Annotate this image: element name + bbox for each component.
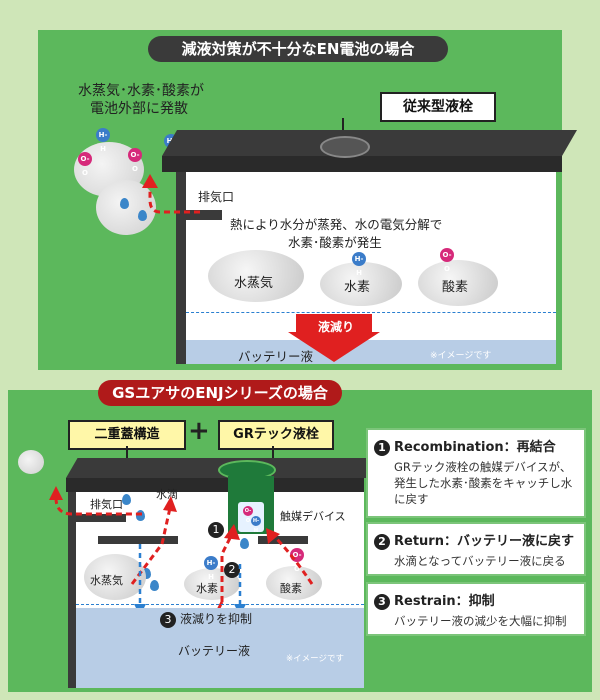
info-head-2-text: Return：バッテリー液に戻す	[394, 534, 574, 549]
oxygen-label: 酸素	[442, 280, 469, 295]
enj-vapor-cloud	[84, 554, 146, 600]
conventional-valve-label: 従来型液栓	[380, 92, 496, 122]
vapor-label: 水蒸気	[234, 276, 274, 291]
info-num-3: 3	[374, 594, 390, 610]
num2-badge: 2	[224, 558, 244, 578]
outside-small-cloud	[18, 450, 44, 474]
enj-hydrogen-mol: H-H	[204, 556, 218, 581]
top-panel: 減液対策が不十分なEN電池の場合 水蒸気･水素･酸素が 電池外部に発散 H-H …	[38, 30, 578, 370]
gr-valve-label: GRテック液栓	[218, 420, 334, 450]
info-head-3-text: Restrain：抑制	[394, 594, 495, 609]
hydrogen-cloud	[320, 262, 402, 306]
gr-valve-pointer	[272, 446, 274, 468]
plus-sign: +	[188, 416, 210, 446]
drop-5	[240, 538, 249, 549]
info-body-3: バッテリー液の減少を大幅に抑制	[394, 614, 567, 628]
enj-left-wall	[68, 492, 76, 688]
num1-badge: 1	[208, 518, 228, 538]
heat-text-1: 熱により水分が蒸発、水の電気分解で	[230, 217, 443, 232]
enj-hydrogen-label: 水素	[196, 582, 218, 595]
battery-lid-top	[162, 130, 578, 156]
bottom-panel: GSユアサのENJシリーズの場合 二重蓋構造 + GRテック液栓 排気口 水滴 …	[8, 380, 592, 692]
outside-hydrogen-1: H-H	[96, 128, 110, 153]
drop-1	[122, 494, 131, 505]
catalyst-label: 触媒デバイス	[280, 510, 346, 523]
info-head-1: 1 Recombination：再結合	[374, 436, 578, 456]
battery-left-wall	[176, 172, 186, 364]
hydrogen-label: 水素	[344, 280, 371, 295]
info-head-3: 3 Restrain：抑制	[374, 590, 578, 610]
electrolyte-area	[186, 340, 556, 364]
vapor-cloud	[208, 250, 304, 302]
num2-icon: 2	[224, 562, 240, 578]
image-note: ※イメージです	[430, 351, 492, 361]
double-lid-label: 二重蓋構造	[68, 420, 186, 450]
heat-text-2: 水素･酸素が発生	[288, 235, 382, 250]
drop-4	[150, 580, 159, 591]
enj-vapor-label: 水蒸気	[90, 574, 123, 587]
info-body-2: 水滴となってバッテリー液に戻る	[394, 554, 566, 568]
exhaust-arrow	[142, 174, 200, 214]
electrolyte-label: バッテリー液	[238, 349, 314, 364]
num1-icon: 1	[208, 522, 224, 538]
catalyst-hydrogen: H-H	[251, 516, 261, 534]
oxygen-cloud	[418, 260, 498, 306]
info-box-return: 2 Return：バッテリー液に戻す 水滴となってバッテリー液に戻る	[366, 522, 586, 576]
enj-image-note: ※イメージです	[286, 654, 344, 664]
restrain-label: 液減りを抑制	[180, 612, 253, 626]
enj-level-line	[76, 604, 364, 605]
inner-oxygen: O-O	[440, 248, 454, 273]
catalyst-oxygen: O-O	[243, 506, 253, 524]
enj-exhaust-label: 排気口	[90, 498, 123, 511]
inner-hydrogen: H-H	[352, 252, 366, 277]
restrain-row: 3 液減りを抑制	[160, 610, 252, 628]
enj-oxygen-label: 酸素	[280, 582, 302, 595]
diffuse-text-1: 水蒸気･水素･酸素が	[78, 83, 204, 99]
info-body-1: GRテック液栓の触媒デバイスが、発生した水素･酸素をキャッチし水に戻す	[394, 460, 573, 506]
outside-oxygen-2: O-O	[128, 148, 142, 173]
top-title: 減液対策が不十分なEN電池の場合	[148, 36, 448, 62]
exhaust-vent	[186, 210, 222, 220]
info-num-2: 2	[374, 534, 390, 550]
enj-exhaust-vent	[76, 514, 126, 522]
info-head-2: 2 Return：バッテリー液に戻す	[374, 530, 578, 550]
info-box-recombination: 1 Recombination：再結合 GRテック液栓の触媒デバイスが、発生した水…	[366, 428, 586, 518]
info-box-restrain: 3 Restrain：抑制 バッテリー液の減少を大幅に抑制	[366, 582, 586, 636]
water-drop-label: 水滴	[156, 488, 178, 501]
bottom-title: GSユアサのENJシリーズの場合	[98, 380, 342, 406]
decrease-arrow	[288, 314, 380, 362]
decrease-label: 液減り	[318, 320, 355, 334]
inner-lid-plate-right	[258, 536, 308, 544]
outside-drop-2	[138, 210, 147, 221]
info-head-1-text: Recombination：再結合	[394, 440, 556, 455]
enj-lid-front	[66, 478, 364, 492]
original-level-line	[186, 312, 556, 313]
enj-electrolyte-label: バッテリー液	[178, 644, 251, 658]
drop-3	[142, 568, 151, 579]
info-num-1: 1	[374, 440, 390, 456]
diffuse-text-2: 電池外部に発散	[90, 101, 188, 117]
valve-cap-icon	[320, 136, 370, 158]
outside-oxygen-1: O-O	[78, 152, 92, 177]
exhaust-label: 排気口	[198, 190, 235, 204]
inner-lid-plate	[98, 536, 178, 544]
num3-icon: 3	[160, 612, 176, 628]
enj-electrolyte	[76, 608, 364, 688]
outside-drop-1	[120, 198, 129, 209]
battery-lid-front	[162, 156, 562, 172]
